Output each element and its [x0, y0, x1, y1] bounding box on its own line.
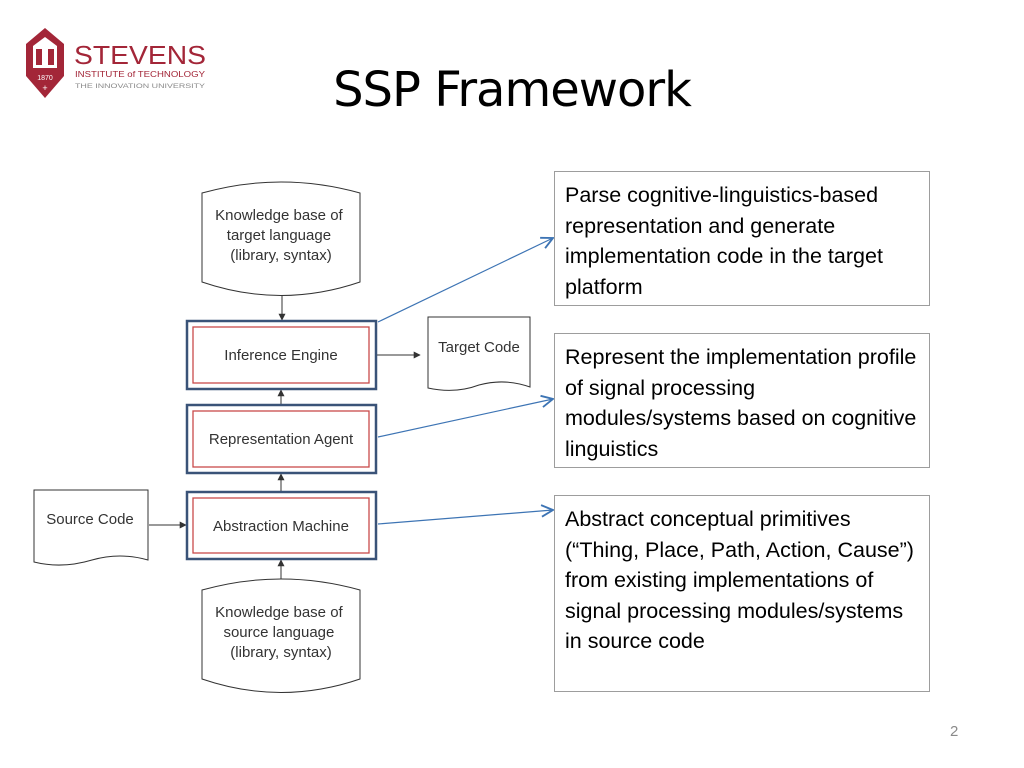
stevens-seal-icon: 1870 + — [26, 28, 64, 98]
note-representation-agent: Represent the implementation profile of … — [554, 333, 930, 468]
connector-representation-to-note-2 — [377, 399, 553, 438]
target-code-document: Target Code — [427, 316, 531, 391]
inference-engine-label: Inference Engine — [224, 347, 337, 364]
inference-engine-box: Inference Engine — [185, 319, 378, 391]
logo-line2: INSTITUTE of TECHNOLOGY — [75, 69, 205, 79]
kb-source-line3: (library, syntax) — [230, 644, 331, 661]
connector-inference-to-note-1 — [377, 238, 553, 323]
kb-target-line1: Knowledge base of — [215, 207, 343, 224]
svg-text:Knowledge base of target: Knowledge base of target language (libra… — [215, 207, 347, 264]
representation-agent-label: Representation Agent — [209, 431, 354, 448]
kb-source-language: Knowledge base of source language (libra… — [201, 578, 361, 693]
source-code-label: Source Code — [46, 511, 134, 528]
kb-source-line2: source language — [223, 624, 334, 641]
slide-title: SSP Framework — [333, 62, 692, 118]
stevens-logo: 1870 + STEVENS INSTITUTE of TECHNOLOGY T… — [26, 28, 206, 98]
kb-target-language: Knowledge base of target language (libra… — [201, 181, 361, 296]
logo-line3: THE INNOVATION UNIVERSITY — [75, 83, 206, 90]
logo-year: 1870 — [37, 75, 53, 82]
kb-target-line3: (library, syntax) — [230, 247, 331, 264]
representation-agent-box: Representation Agent — [185, 403, 378, 475]
kb-target-line2: target language — [227, 227, 331, 244]
logo-wordmark: STEVENS — [74, 40, 206, 70]
abstraction-machine-box: Abstraction Machine — [185, 490, 378, 561]
abstraction-machine-label: Abstraction Machine — [213, 518, 349, 535]
svg-text:+: + — [42, 83, 47, 93]
source-code-document: Source Code — [33, 489, 149, 566]
kb-source-line1: Knowledge base of — [215, 604, 343, 621]
svg-text:Knowledge base of source: Knowledge base of source language (libra… — [215, 604, 347, 661]
note-abstraction-machine: Abstract conceptual primitives (“Thing, … — [554, 495, 930, 692]
connector-abstraction-to-note-3 — [377, 510, 553, 525]
target-code-label: Target Code — [438, 339, 520, 356]
note-inference-engine: Parse cognitive-linguistics-based repres… — [554, 171, 930, 306]
page-number: 2 — [950, 723, 959, 740]
